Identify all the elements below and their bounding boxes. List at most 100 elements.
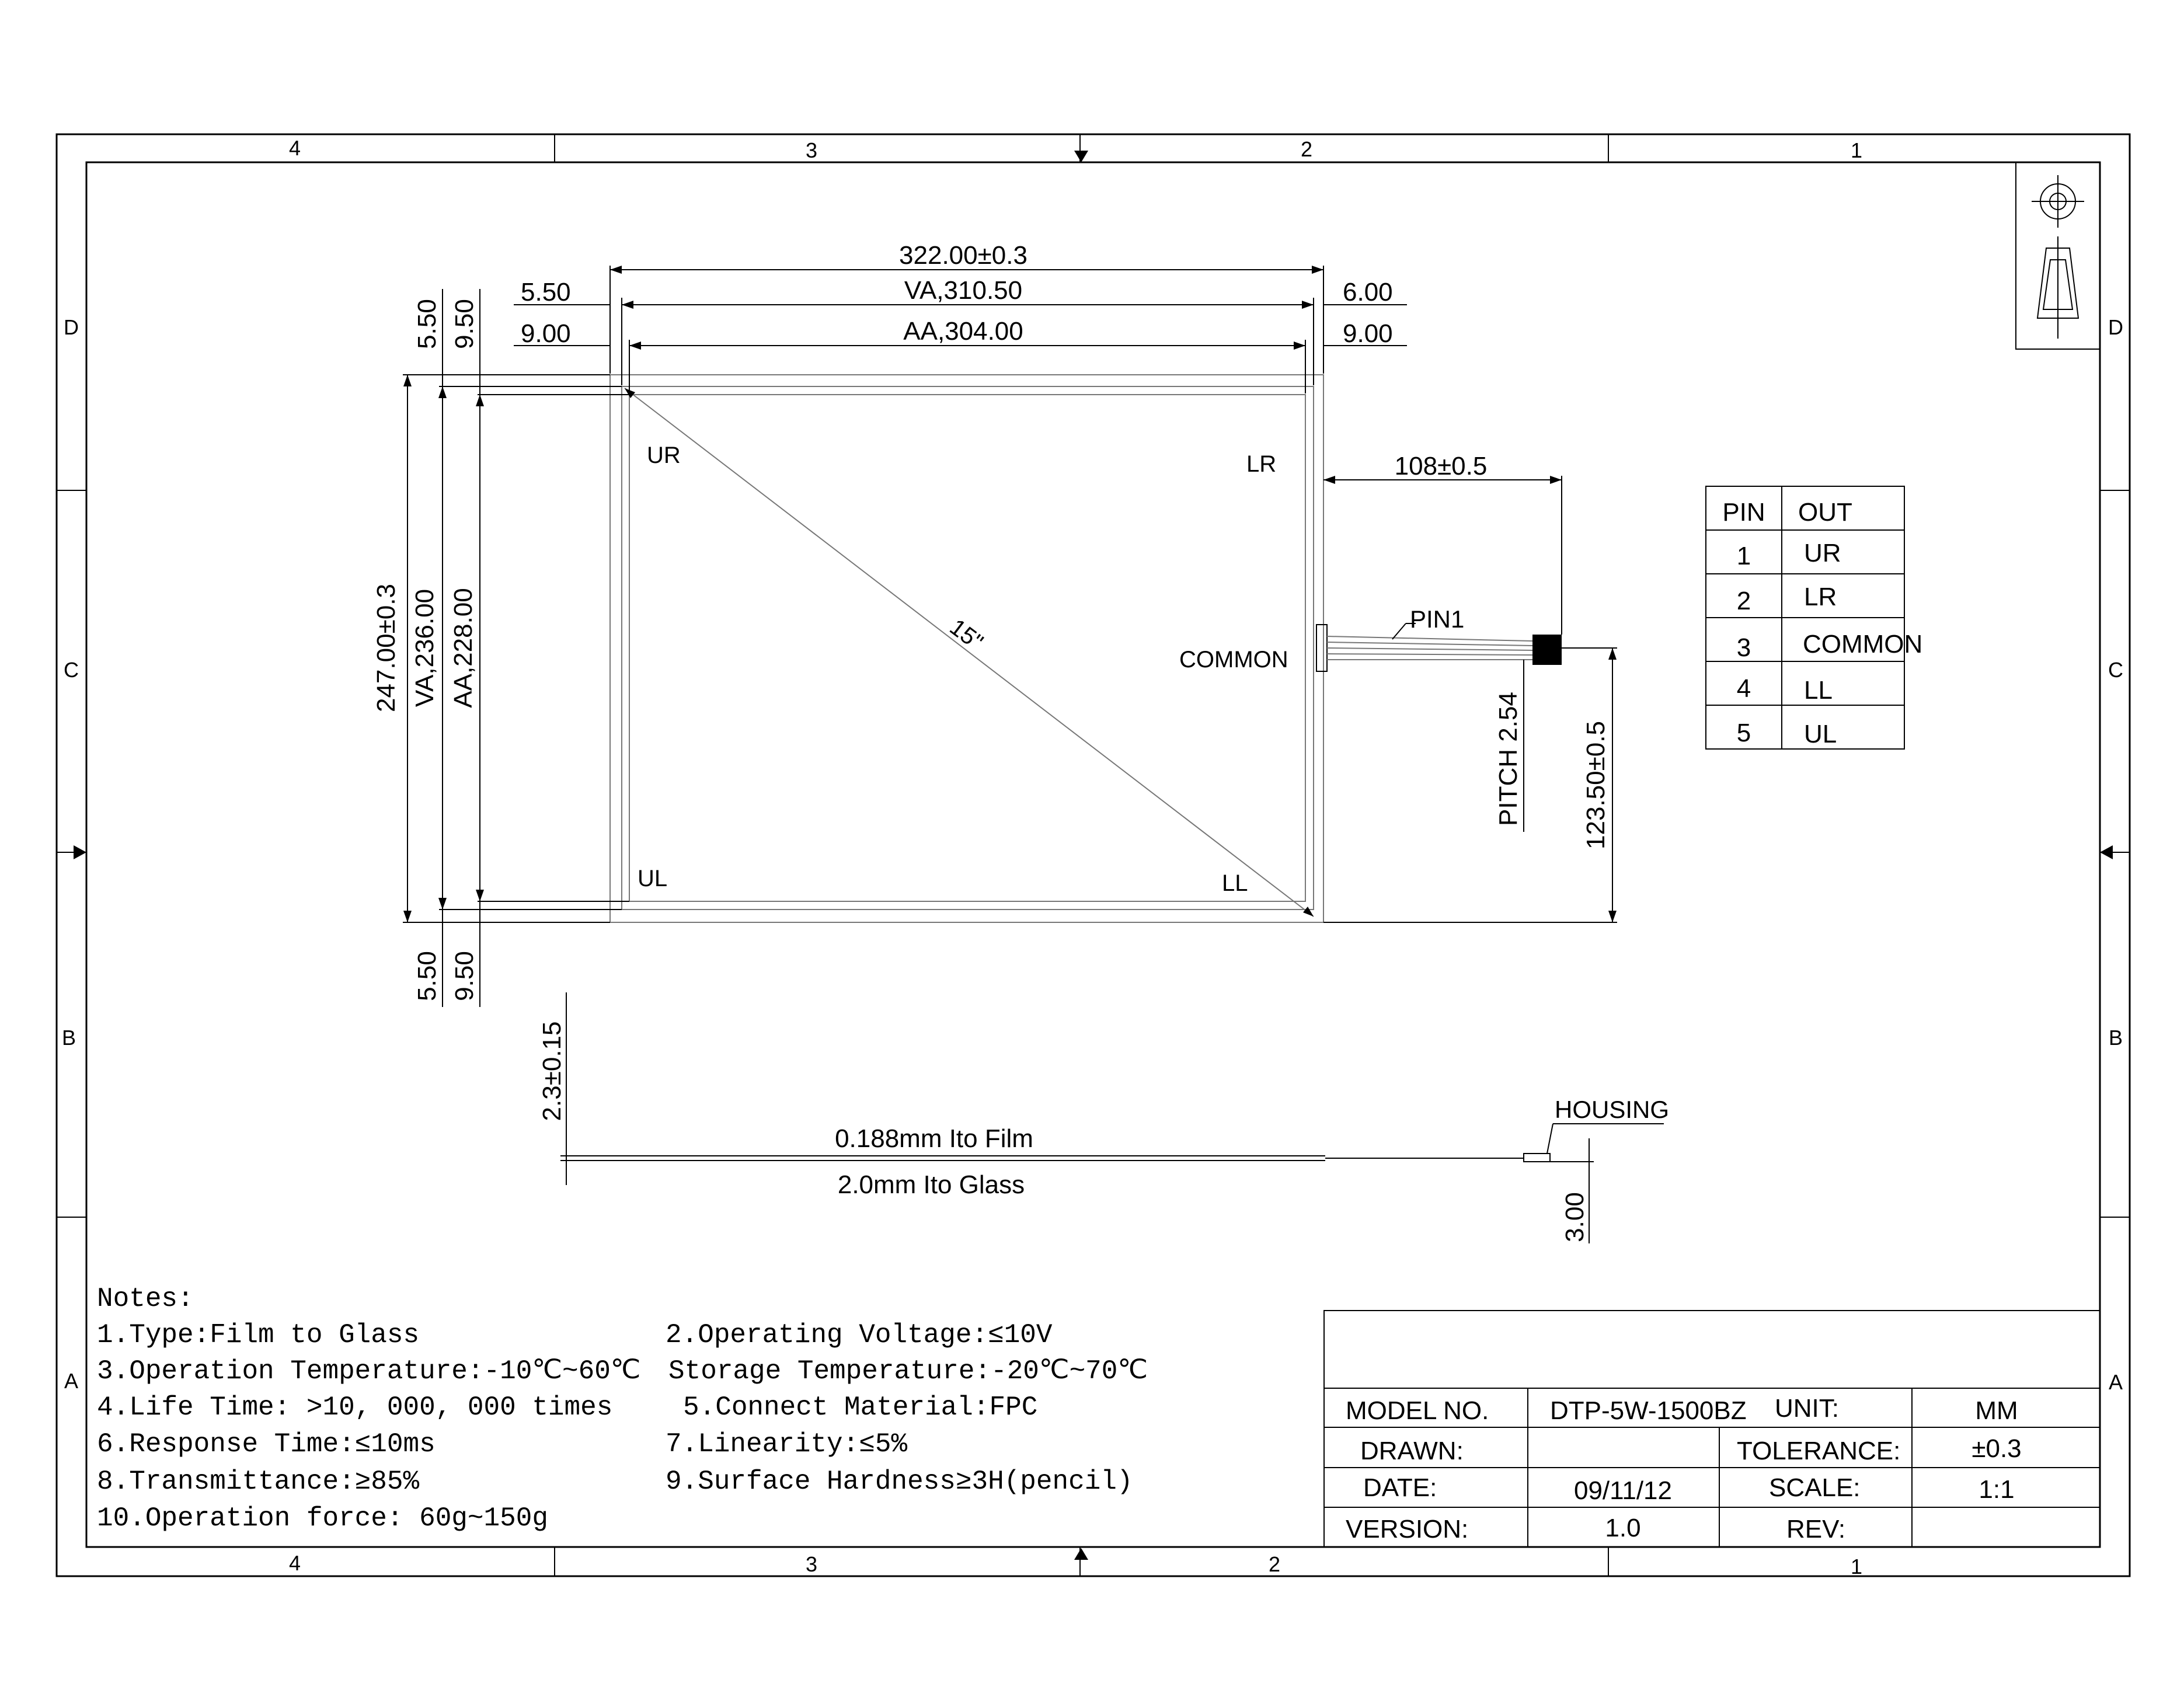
note-item: 5.Connect Material:FPC — [683, 1392, 1037, 1423]
col-label-bottom-1: 1 — [1851, 1555, 1862, 1579]
col-label-bottom-4: 4 — [289, 1551, 301, 1575]
note-item: 7.Linearity:≤5% — [666, 1429, 907, 1459]
dim-aa-width: AA,304.00 — [903, 317, 1023, 346]
label-common: COMMON — [1179, 647, 1288, 672]
dim-aa-height: AA,228.00 — [449, 588, 478, 708]
title-tolerance-value: ±0.3 — [1971, 1434, 2021, 1463]
pin-number: 2 — [1737, 587, 1751, 615]
notes-heading: Notes: — [97, 1284, 194, 1314]
dim-va-width: VA,310.50 — [904, 276, 1022, 305]
pin-number: 4 — [1737, 674, 1751, 703]
row-label-right-c: C — [2108, 658, 2123, 682]
center-mark-right — [2100, 845, 2113, 859]
dim-tail-length: 108±0.5 — [1395, 452, 1488, 480]
title-block: MODEL NO. DTP-5W-1500BZ UNIT: MM DRAWN: … — [1323, 1310, 2101, 1548]
col-label-bottom-3: 3 — [806, 1552, 817, 1576]
pin-number: 3 — [1737, 633, 1751, 662]
note-item: 9.Surface Hardness≥3H(pencil) — [666, 1466, 1133, 1497]
fpc-connector — [1532, 635, 1562, 665]
row-label-left-b: B — [62, 1026, 76, 1050]
panel-outline — [609, 374, 1324, 923]
label-ll: LL — [1222, 870, 1248, 896]
row-label-right-a: A — [2109, 1370, 2123, 1394]
dim-right-top-outer: 6.00 — [1343, 278, 1393, 306]
title-model-value: DTP-5W-1500BZ — [1550, 1396, 1747, 1425]
center-mark-bottom — [1074, 1548, 1088, 1560]
title-date-label: DATE: — [1363, 1473, 1437, 1502]
pin-output: COMMON — [1803, 630, 1922, 658]
side-thickness-dim: 2.3±0.15 — [538, 1022, 566, 1121]
inner-border — [85, 161, 2101, 1548]
label-pin1: PIN1 — [1410, 605, 1464, 633]
pin-output: UR — [1804, 539, 1841, 567]
pin-table-header-pin: PIN — [1722, 498, 1765, 527]
note-item: 4.Life Time: >10, 000, 000 times — [97, 1392, 612, 1423]
dim-left-top-outer: 5.50 — [521, 278, 571, 306]
title-rev-label: REV: — [1786, 1515, 1845, 1543]
dim-left-top-inner: 9.00 — [521, 319, 571, 348]
side-view: 0.188mm Ito Film 2.0mm Ito Glass 2.3±0.1… — [538, 992, 1669, 1243]
dim-bottom-v-outer: 5.50 — [413, 951, 441, 1001]
pin-table: PIN OUT 1 UR 2 LR 3 COMMON 4 LL 5 UL — [1705, 486, 1922, 750]
title-version-label: VERSION: — [1346, 1515, 1468, 1543]
active-area-outline — [629, 394, 1306, 902]
row-label-left-d: D — [64, 315, 79, 339]
side-film-label: 0.188mm Ito Film — [835, 1124, 1033, 1153]
dim-top-v-outer: 5.50 — [413, 299, 441, 349]
housing-height-dim: 3.00 — [1561, 1192, 1589, 1242]
title-unit-label: UNIT: — [1775, 1394, 1839, 1423]
dim-va-height: VA,236.00 — [410, 589, 439, 707]
title-scale-value: 1:1 — [1979, 1475, 2014, 1504]
housing-body — [1523, 1153, 1551, 1162]
dim-top-v-inner: 9.50 — [450, 299, 479, 349]
col-label-top-4: 4 — [289, 136, 301, 160]
title-scale-label: SCALE: — [1769, 1473, 1861, 1502]
dim-bottom-v-inner: 9.50 — [450, 951, 479, 1001]
dim-overall-width: 322.00±0.3 — [899, 241, 1027, 270]
label-lr: LR — [1246, 451, 1276, 477]
center-mark-top — [1074, 151, 1088, 162]
projection-symbol — [2015, 162, 2101, 350]
title-tolerance-label: TOLERANCE: — [1737, 1437, 1900, 1465]
notes: Notes: 1.Type:Film to Glass 3.Operation … — [97, 1284, 1148, 1534]
label-ur: UR — [647, 442, 681, 468]
row-label-right-b: B — [2109, 1026, 2123, 1050]
col-label-top-1: 1 — [1851, 138, 1862, 162]
note-item: 3.Operation Temperature:-10℃~60℃ — [97, 1356, 640, 1386]
fpc-tail — [1316, 624, 1562, 672]
pin-output: LL — [1804, 676, 1833, 705]
center-mark-left — [74, 845, 86, 859]
row-label-left-a: A — [64, 1369, 78, 1393]
dim-tail-offset: 123.50±0.5 — [1582, 721, 1610, 849]
title-drawn-label: DRAWN: — [1360, 1437, 1464, 1465]
pin-number: 1 — [1737, 542, 1751, 570]
dim-right-top-inner: 9.00 — [1343, 319, 1393, 348]
note-item: 10.Operation force: 60g~150g — [97, 1503, 548, 1534]
dim-overall-height: 247.00±0.3 — [372, 584, 400, 712]
title-version-value: 1.0 — [1605, 1514, 1640, 1542]
note-item: Storage Temperature:-20℃~70℃ — [668, 1356, 1148, 1386]
outer-border — [55, 133, 2131, 1577]
note-item: 8.Transmittance:≥85% — [97, 1466, 419, 1497]
pin-output: LR — [1804, 583, 1837, 611]
title-unit-value: MM — [1975, 1396, 2018, 1425]
dim-pitch: PITCH 2.54 — [1494, 692, 1523, 826]
col-label-top-2: 2 — [1301, 137, 1312, 161]
pin-number: 5 — [1737, 719, 1751, 747]
diagonal-line — [624, 388, 1314, 917]
front-view: UR LR UL LL COMMON 15" 322.00±0.3 VA,310… — [372, 241, 1617, 1007]
row-label-left-c: C — [64, 658, 79, 682]
note-item: 1.Type:Film to Glass — [97, 1320, 419, 1350]
title-date-value: 09/11/12 — [1574, 1476, 1672, 1505]
note-item: 6.Response Time:≤10ms — [97, 1429, 436, 1459]
row-label-right-d: D — [2108, 315, 2123, 339]
housing-label: HOUSING — [1555, 1096, 1669, 1123]
view-area-outline — [621, 386, 1314, 910]
col-label-bottom-2: 2 — [1269, 1552, 1280, 1576]
title-model-label: MODEL NO. — [1346, 1396, 1489, 1425]
col-label-top-3: 3 — [806, 138, 817, 162]
note-item: 2.Operating Voltage:≤10V — [666, 1320, 1053, 1350]
pin-output: UL — [1804, 720, 1837, 748]
pin-table-header-out: OUT — [1798, 498, 1852, 527]
